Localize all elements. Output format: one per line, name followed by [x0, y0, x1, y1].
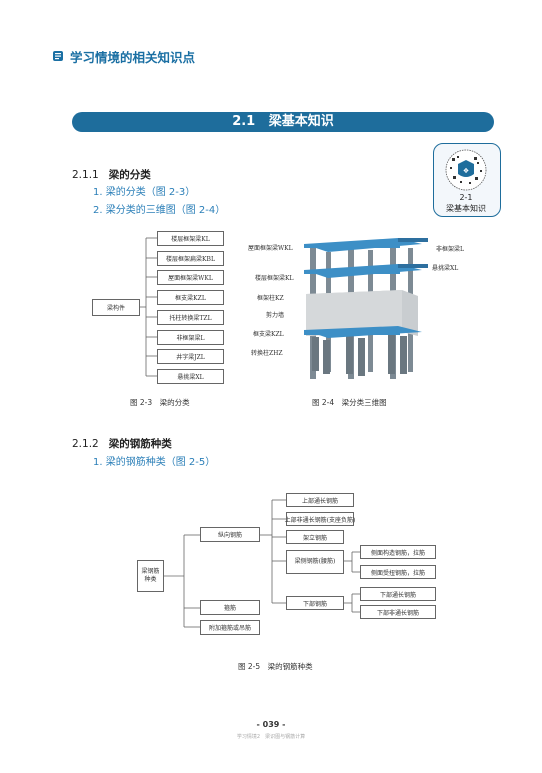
fig23-item-box: 井字梁JZL	[157, 349, 224, 364]
fig25-root-box: 梁钢筋种类	[137, 560, 164, 592]
qr-code-icon: ❖	[445, 149, 487, 191]
subsection-title: 梁的分类	[108, 169, 151, 181]
fig23-item-box: 楼层框架扁梁KBL	[157, 251, 224, 266]
list-item: 1. 梁的分类（图 2-3）	[93, 187, 196, 198]
b3d-label: 非框架梁L	[436, 246, 464, 253]
qr-label: 梁基本知识	[446, 204, 486, 213]
fig25-connectors	[164, 499, 360, 628]
fig23-item-box: 框支梁KZL	[157, 290, 224, 305]
fig24-caption: 图 2-4 梁分类三维图	[312, 398, 387, 407]
building-3d-illustration	[304, 238, 428, 379]
subsection-heading-2: 2.1.2 梁的钢筋种类	[72, 436, 172, 451]
fig25-level1-box: 附加箍筋或吊筋	[200, 620, 260, 635]
b3d-label: 框架柱KZ	[257, 295, 284, 302]
page-number: - 039 -	[256, 720, 286, 729]
b3d-label: 剪力墙	[266, 312, 285, 319]
fig25-level3-box: 侧面构造钢筋，拉筋	[360, 545, 436, 559]
fig25-level1-box: 纵向钢筋	[200, 527, 260, 542]
list-item: 1. 梁的钢筋种类（图 2-5）	[93, 457, 216, 468]
fig23-caption: 图 2-3 梁的分类	[130, 398, 190, 407]
fig25-level2-box: 梁侧钢筋(腰筋)	[286, 550, 344, 574]
fig25-level3-box: 侧面受扭钢筋，拉筋	[360, 565, 436, 579]
fig23-root-box: 梁构件	[92, 299, 140, 316]
fig25-level2-box: 架立钢筋	[286, 530, 344, 544]
book-icon	[53, 51, 63, 61]
fig23-item-box: 非框架梁L	[157, 330, 224, 345]
subsection-title: 梁的钢筋种类	[108, 438, 172, 450]
list-item: 2. 梁分类的三维图（图 2-4）	[93, 205, 226, 216]
b3d-label: 框支梁KZL	[253, 331, 284, 338]
b3d-label: 悬挑梁XL	[432, 265, 459, 272]
fig23-item-box: 屋面框架梁WKL	[157, 270, 224, 285]
fig25-caption: 图 2-5 梁的钢筋种类	[238, 662, 313, 671]
fig25-level3-box: 下部通长钢筋	[360, 587, 436, 601]
section-title: 梁基本知识	[268, 114, 334, 129]
page-footer: 学习情境2 梁识图与钢筋计算	[236, 734, 306, 740]
fig23-item-box: 悬挑梁XL	[157, 369, 224, 384]
b3d-label: 楼层框架梁KL	[255, 275, 294, 282]
fig25-level2-box: 下部钢筋	[286, 596, 344, 610]
subsection-number: 2.1.2	[72, 438, 99, 450]
header-title: 学习情境的相关知识点	[70, 50, 196, 65]
fig23-connectors	[140, 237, 157, 377]
b3d-label: 转换柱ZHZ	[251, 350, 283, 357]
b3d-label: 屋面框架梁WKL	[248, 245, 293, 252]
fig25-level2-box: 上部非通长钢筋(支座负筋)	[285, 512, 355, 526]
subsection-heading-1: 2.1.1 梁的分类	[72, 167, 151, 182]
subsection-number: 2.1.1	[72, 169, 99, 181]
fig23-item-box: 楼层框架梁KL	[157, 231, 224, 246]
svg-text:❖: ❖	[463, 167, 469, 175]
fig25-level2-box: 上部通长钢筋	[286, 493, 354, 507]
fig25-level1-box: 箍筋	[200, 600, 260, 615]
section-number: 2.1	[232, 114, 256, 129]
section-banner: 2.1 梁基本知识	[72, 112, 494, 132]
qr-number: 2-1	[459, 193, 473, 202]
fig23-item-box: 托柱转换梁TZL	[157, 310, 224, 325]
fig25-level3-box: 下部非通长钢筋	[360, 605, 436, 619]
